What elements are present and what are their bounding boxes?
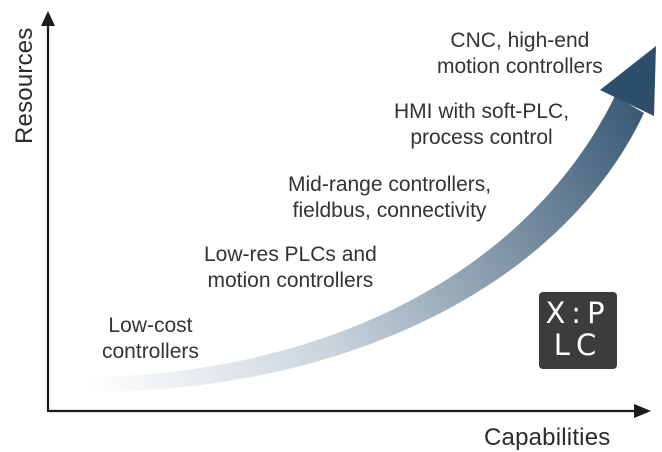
stage-label-line: HMI with soft-PLC,: [394, 100, 570, 123]
stage-label-line: Low-res PLCs and: [204, 243, 377, 266]
stage-label-line: Low-cost: [108, 314, 193, 337]
stage-label-low-res-plc: Low-res PLCs and motion controllers: [204, 242, 377, 294]
stage-label-low-cost: Low-cost controllers: [102, 313, 199, 365]
stage-label-line: CNC, high-end: [450, 29, 590, 52]
xplc-logo: X:P LC: [539, 292, 617, 369]
logo-text-top: X:P: [545, 296, 611, 330]
stage-label-line: fieldbus, connectivity: [292, 199, 487, 222]
x-axis-arrowhead: [634, 404, 651, 418]
stage-label-line: Mid-range controllers,: [288, 173, 492, 196]
stage-label-line: motion controllers: [437, 55, 603, 78]
y-axis-arrowhead: [41, 11, 55, 26]
x-axis-label: Capabilities: [484, 424, 611, 451]
stage-label-line: motion controllers: [207, 269, 374, 292]
stage-label-mid-range: Mid-range controllers, fieldbus, connect…: [288, 172, 491, 224]
stage-label-line: process control: [410, 126, 553, 149]
logo-text-bottom: LC: [553, 328, 603, 362]
stage-label-cnc: CNC, high-end motion controllers: [437, 28, 603, 80]
growth-arrow-head: [600, 46, 656, 116]
stage-label-line: controllers: [102, 340, 199, 363]
stage-label-hmi-soft-plc: HMI with soft-PLC, process control: [394, 99, 569, 151]
y-axis-label: Resources: [11, 27, 38, 144]
growth-arrow-body: [88, 96, 644, 392]
